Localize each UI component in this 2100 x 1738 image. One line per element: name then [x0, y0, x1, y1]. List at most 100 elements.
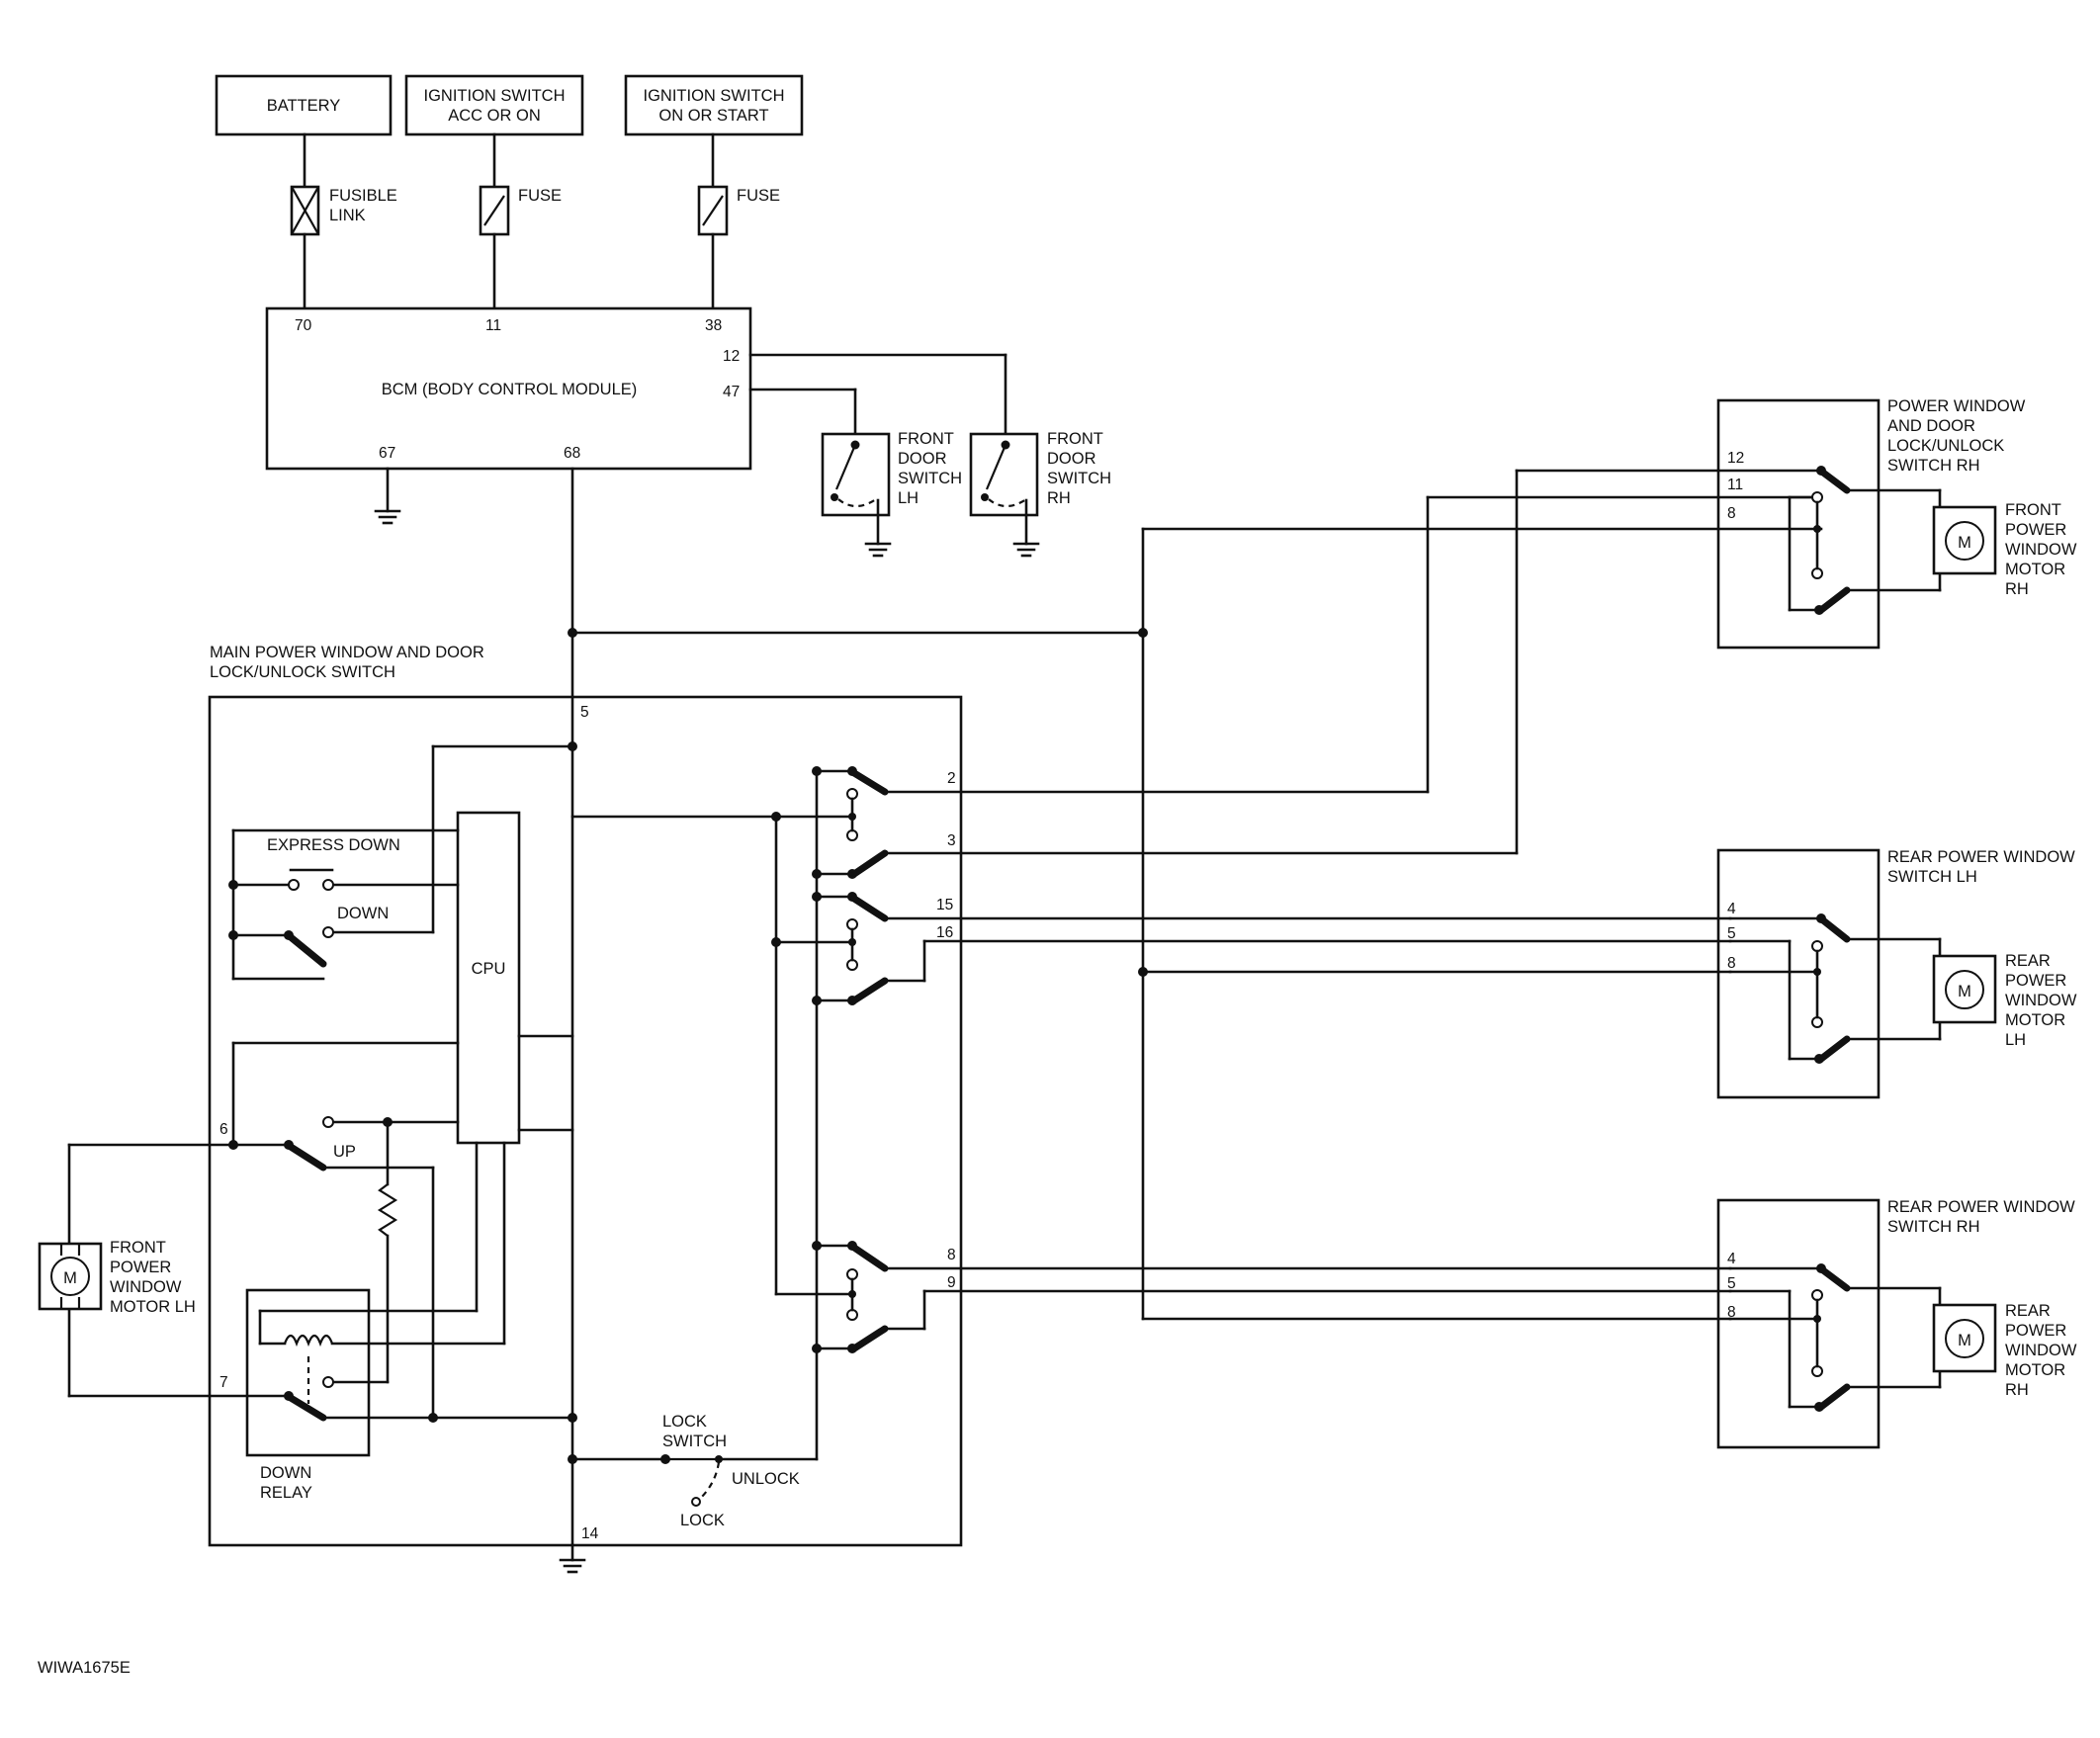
rear-rh-motor-label: REAR — [2005, 1302, 2051, 1320]
ign-acc-label-2: ACC OR ON — [448, 107, 541, 125]
front-lh-motor-label-4: MOTOR LH — [110, 1298, 196, 1316]
up-label: UP — [333, 1143, 356, 1161]
bcm-module: BCM (BODY CONTROL MODULE) 70 11 38 12 47… — [265, 306, 752, 525]
door-rh-label-2: DOOR — [1047, 450, 1096, 468]
bcm-pin-68: 68 — [564, 445, 580, 462]
bcm-pin-70: 70 — [295, 317, 312, 334]
motor-m-symbol-4: M — [1958, 1332, 1971, 1349]
rear-lh-motor-label-4: MOTOR — [2005, 1011, 2065, 1029]
bcm-pin-11: 11 — [485, 317, 501, 334]
rear-rh-motor-label-2: POWER — [2005, 1322, 2066, 1340]
fusible-link-label: FUSIBLE — [329, 187, 397, 205]
front-rh-motor: M — [1932, 488, 1997, 592]
rear-lh-motor: M — [1932, 937, 1997, 1041]
front-rh-motor-label-4: MOTOR — [2005, 561, 2065, 578]
lock-label: LOCK — [680, 1512, 725, 1529]
bcm-pin-12: 12 — [723, 348, 740, 365]
front-rh-motor-label-5: RH — [2005, 580, 2029, 598]
pw-rh-title: POWER WINDOW — [1887, 397, 2026, 415]
cpu-label: CPU — [472, 960, 506, 978]
main-pin-2: 2 — [947, 770, 956, 787]
motor-m-symbol-2: M — [1958, 534, 1971, 552]
front-lh-motor-label: FRONT — [110, 1239, 166, 1257]
motor-m-symbol-3: M — [1958, 983, 1971, 1000]
cpu-block — [456, 811, 521, 1145]
pw-rh-title-3: LOCK/UNLOCK — [1887, 437, 2004, 455]
battery-block: BATTERY FUSIBLE LINK — [215, 74, 397, 310]
main-pin-9: 9 — [947, 1274, 956, 1291]
down-label: DOWN — [337, 905, 389, 922]
rear-lh-switch: 4 5 8 — [1716, 848, 1942, 1099]
main-switch-box — [208, 695, 963, 1547]
rr-switch-title: REAR POWER WINDOW — [1887, 1198, 2075, 1216]
main-pin-3: 3 — [947, 832, 956, 849]
front-door-switch-lh: FRONT DOOR SWITCH LH — [821, 430, 962, 558]
front-lh-motor-label-2: POWER — [110, 1259, 171, 1276]
rr-pin-4: 4 — [1727, 1251, 1736, 1267]
lock-switch-label: LOCK — [662, 1413, 707, 1431]
rl-switch-title-2: SWITCH LH — [1887, 868, 1977, 886]
relay-label: DOWN — [260, 1464, 311, 1482]
ignition-on-block: IGNITION SWITCH ON OR START FUSE — [624, 74, 804, 310]
rl-switch-title: REAR POWER WINDOW — [1887, 848, 2075, 866]
pw-rh-title-4: SWITCH RH — [1887, 457, 1980, 475]
battery-label: BATTERY — [267, 97, 341, 115]
rear-lh-motor-label-2: POWER — [2005, 972, 2066, 990]
unlock-label: UNLOCK — [732, 1470, 800, 1488]
main-pin-6: 6 — [219, 1121, 228, 1138]
bcm-pin-67: 67 — [379, 445, 395, 462]
pw-switch-rh: 12 11 8 — [1716, 398, 1942, 650]
motor-m-symbol: M — [63, 1269, 77, 1287]
main-pin-14: 14 — [581, 1525, 599, 1542]
rear-rh-motor-label-5: RH — [2005, 1381, 2029, 1399]
fuse-symbol-2 — [697, 185, 729, 236]
door-rh-label: FRONT — [1047, 430, 1103, 448]
ground-symbol-main — [559, 1558, 586, 1574]
rear-rh-motor-label-3: WINDOW — [2005, 1342, 2077, 1359]
front-rh-motor-label-3: WINDOW — [2005, 541, 2077, 559]
main-pin-5: 5 — [580, 704, 589, 721]
main-pin-7: 7 — [219, 1374, 228, 1391]
rear-lh-motor-label: REAR — [2005, 952, 2051, 970]
front-lh-motor-label-3: WINDOW — [110, 1278, 182, 1296]
relay-coil — [283, 1334, 334, 1347]
door-lh-label-3: SWITCH — [898, 470, 962, 487]
fuse-label-2: FUSE — [737, 187, 780, 205]
door-lh-label-4: LH — [898, 489, 919, 507]
bcm-pin-47: 47 — [723, 384, 740, 400]
ign-on-label: IGNITION SWITCH — [644, 87, 785, 105]
resistor-symbol — [377, 1183, 398, 1237]
ground-symbol — [374, 509, 401, 525]
front-lh-motor: M — [38, 1242, 103, 1311]
rear-rh-motor: M — [1932, 1286, 1997, 1389]
pw-rh-pin-12: 12 — [1727, 450, 1744, 467]
door-rh-label-3: SWITCH — [1047, 470, 1111, 487]
front-rh-motor-label-2: POWER — [2005, 521, 2066, 539]
front-door-switch-rh: FRONT DOOR SWITCH RH — [969, 430, 1111, 558]
main-pin-15: 15 — [936, 897, 953, 913]
lock-switch-label-2: SWITCH — [662, 1433, 727, 1450]
rl-pin-4: 4 — [1727, 901, 1736, 917]
door-lh-label: FRONT — [898, 430, 954, 448]
fusible-link-label-2: LINK — [329, 207, 366, 224]
front-rh-motor-label: FRONT — [2005, 501, 2061, 519]
rl-pin-5: 5 — [1727, 925, 1736, 942]
rr-pin-8: 8 — [1727, 1304, 1736, 1321]
rear-rh-switch: 4 5 8 — [1716, 1198, 1942, 1449]
ign-on-label-2: ON OR START — [658, 107, 768, 125]
rr-pin-5: 5 — [1727, 1275, 1736, 1292]
door-lh-label-2: DOOR — [898, 450, 947, 468]
main-pin-8: 8 — [947, 1247, 956, 1263]
rear-lh-motor-label-3: WINDOW — [2005, 992, 2077, 1009]
main-switch-title: MAIN POWER WINDOW AND DOOR — [210, 644, 484, 661]
rear-rh-motor-label-4: MOTOR — [2005, 1361, 2065, 1379]
pw-rh-title-2: AND DOOR — [1887, 417, 1975, 435]
main-pin-16: 16 — [936, 924, 953, 941]
pw-rh-pin-11: 11 — [1727, 477, 1743, 493]
rear-lh-motor-label-5: LH — [2005, 1031, 2026, 1049]
bcm-label: BCM (BODY CONTROL MODULE) — [382, 381, 638, 398]
diagram-id: WIWA1675E — [38, 1659, 131, 1677]
down-relay — [245, 1288, 371, 1457]
pw-rh-pin-8: 8 — [1727, 505, 1736, 522]
